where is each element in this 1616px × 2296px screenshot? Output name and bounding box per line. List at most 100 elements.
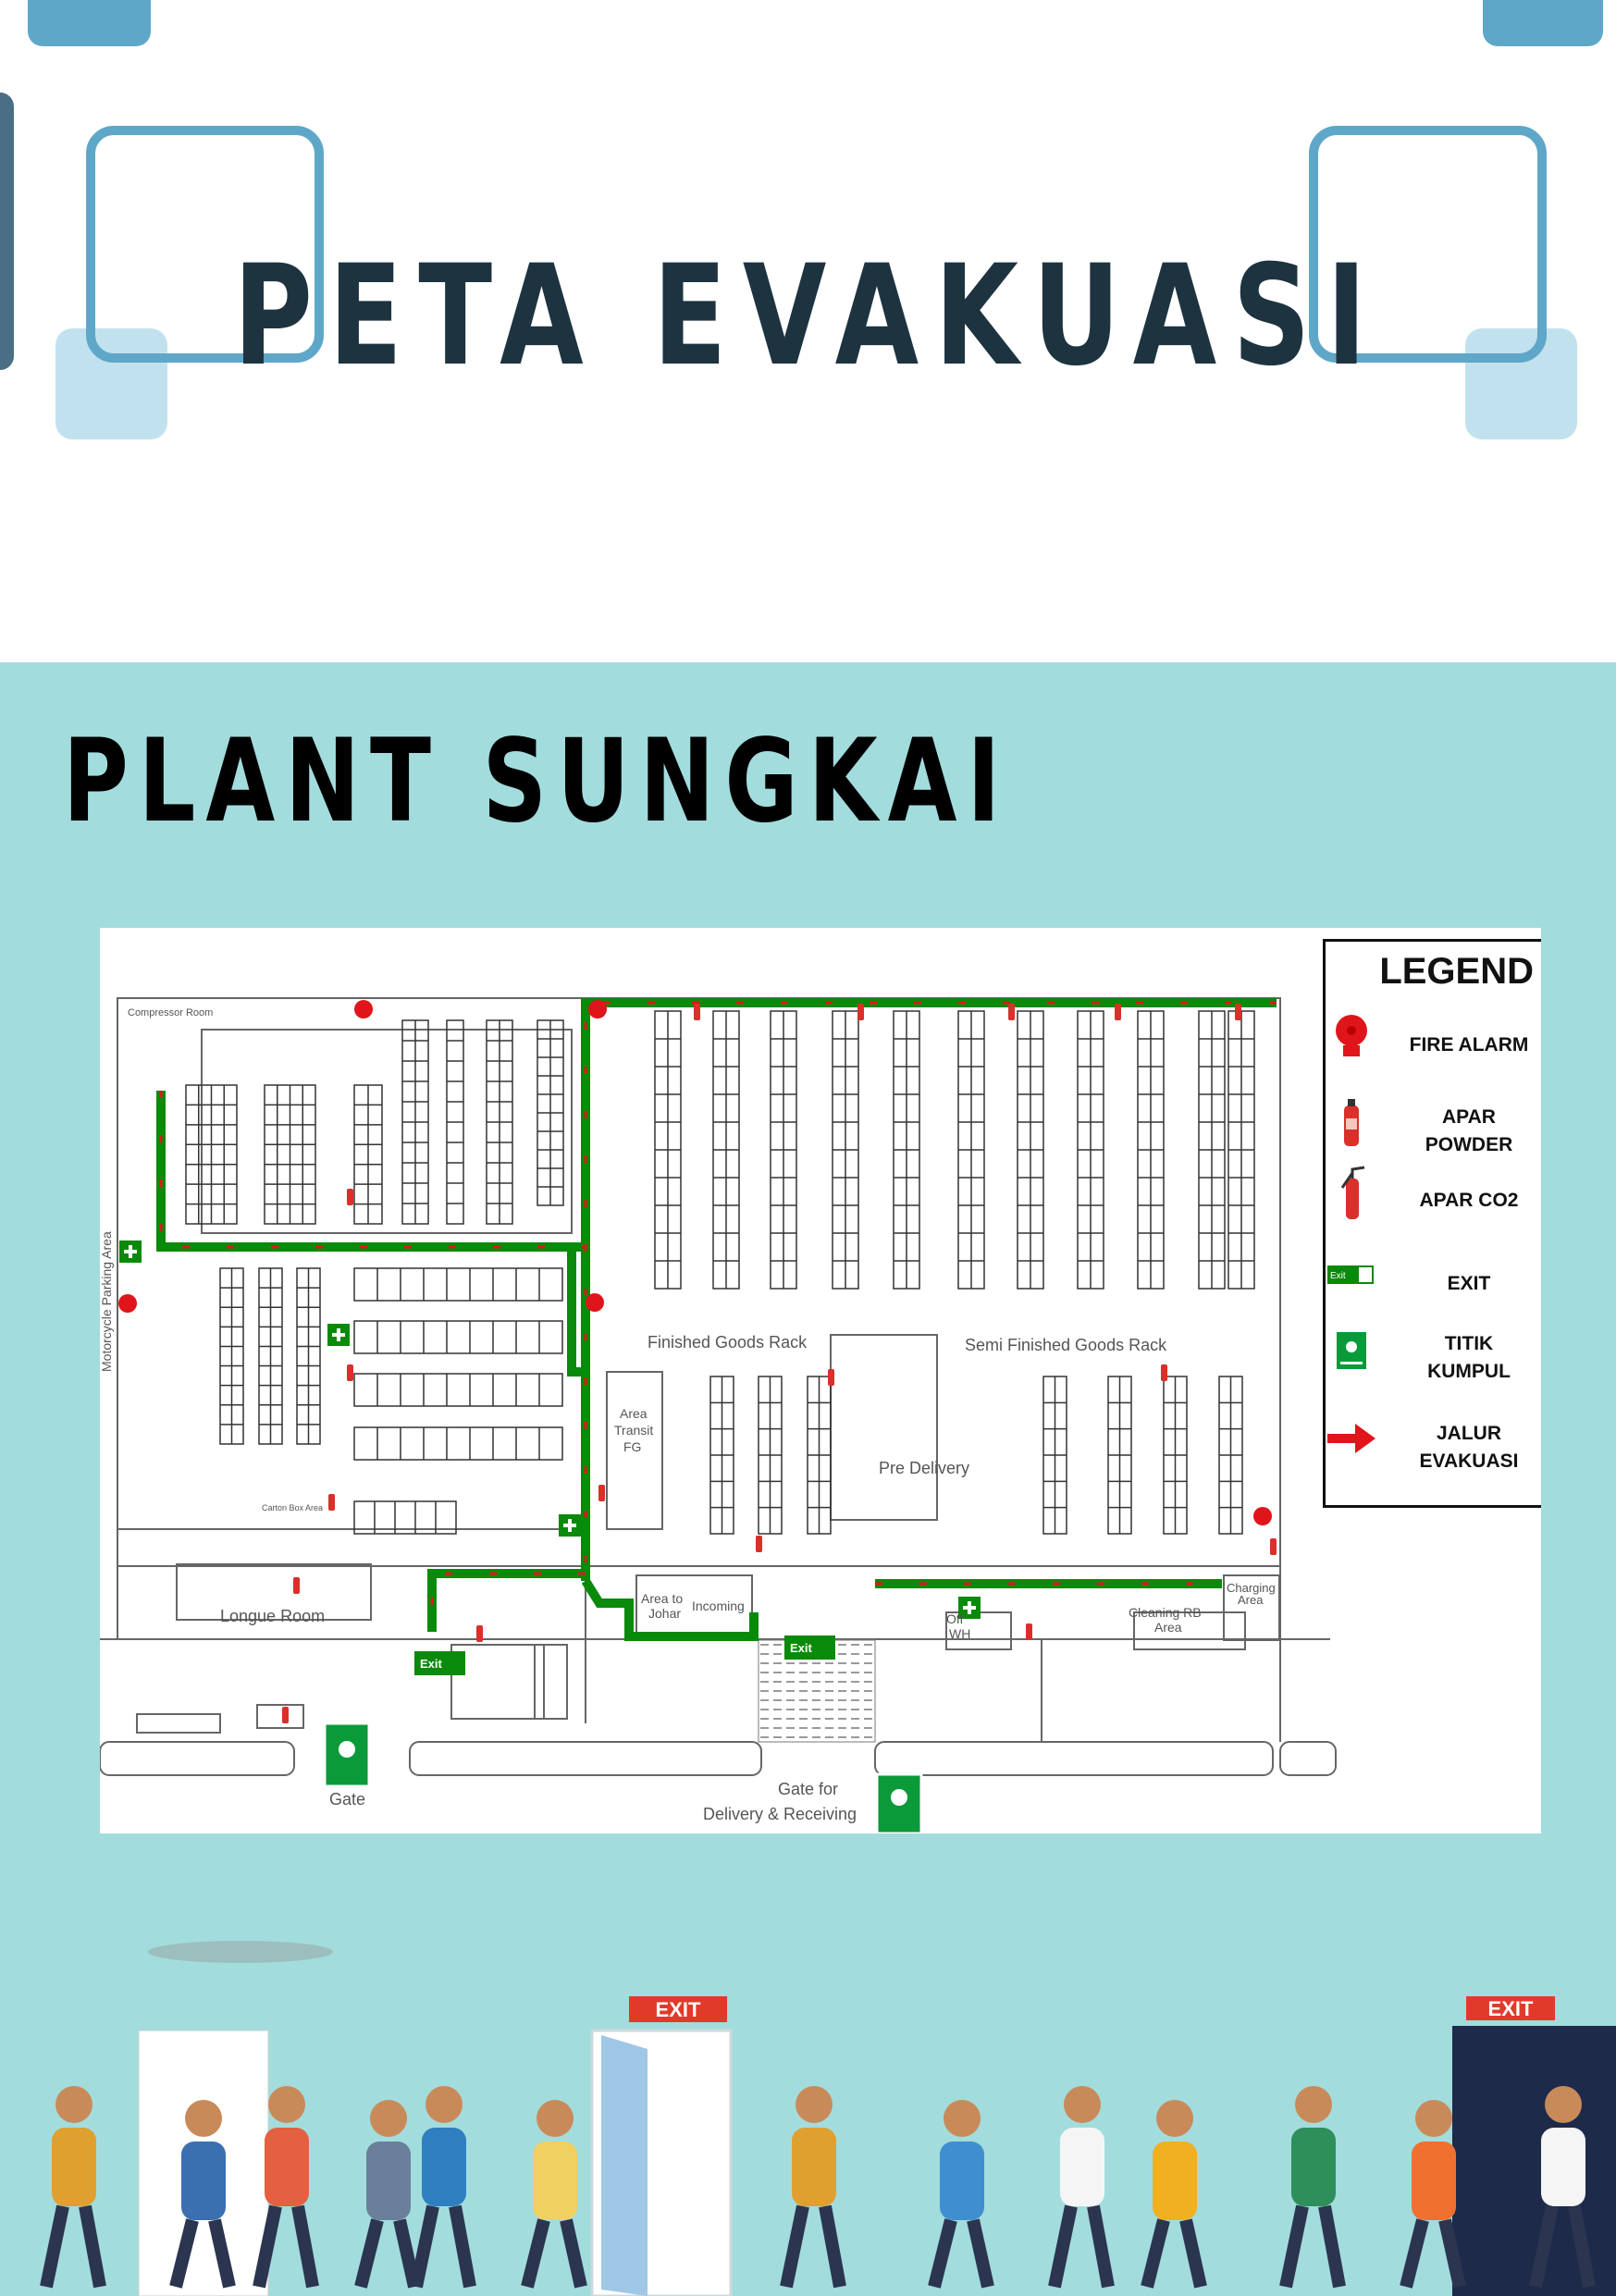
smoke-cloud [148, 1941, 333, 1963]
label-motorcycle-parking: Motorcycle Parking Area [100, 1231, 114, 1372]
person-head [1064, 2086, 1101, 2123]
decor-square-outline-left [86, 126, 324, 363]
decor-square-outline-right [1309, 126, 1547, 363]
section-title: PLANT SUNGKAI [63, 715, 1011, 848]
person-body [533, 2142, 577, 2220]
first-aid-cross [963, 1601, 976, 1614]
label-area-to-johar-2: Johar [648, 1606, 681, 1621]
person-head [268, 2086, 305, 2123]
person-body [1541, 2128, 1585, 2206]
legend-label: TITIK [1444, 1333, 1494, 1354]
first-aid-cross [563, 1519, 576, 1532]
person-head [56, 2086, 93, 2123]
label-delivery-receiving: Delivery & Receiving [703, 1805, 857, 1823]
evacuation-route [156, 998, 1277, 1641]
label-incoming: Incoming [692, 1599, 745, 1613]
label-pre-delivery: Pre Delivery [879, 1459, 969, 1477]
person-head [370, 2100, 407, 2137]
exit-sign-text: EXIT [656, 1998, 701, 2021]
label-semi-finished-goods-rack: Semi Finished Goods Rack [965, 1336, 1167, 1354]
person-body [422, 2128, 466, 2206]
route-direction-marks [159, 1001, 1277, 1632]
label-finished-goods-rack: Finished Goods Rack [648, 1333, 808, 1352]
fire-extinguisher-icon [1115, 1004, 1121, 1020]
fire-extinguisher-icon [598, 1485, 605, 1501]
fire-extinguisher-icon [476, 1625, 483, 1642]
label-area-transit-3: FG [623, 1439, 641, 1454]
evacuation-map: Exit Exit Compressor Room Motorcycle Par… [100, 928, 1541, 1833]
legend-item-fire-alarm: FIRE ALARM [1326, 1008, 1544, 1082]
first-aid-cross [124, 1245, 137, 1258]
exit-icon-text: Exit [1330, 1271, 1346, 1281]
person-body [366, 2142, 411, 2220]
fire-extinguisher-icon [328, 1494, 335, 1511]
person-head [1156, 2100, 1193, 2137]
label-charging-2: Area [1238, 1593, 1264, 1607]
legend-item-exit: Exit EXIT [1326, 1247, 1544, 1321]
person-body [1291, 2128, 1336, 2206]
fire-alarm-icon [586, 1293, 604, 1312]
label-longue-room: Longue Room [220, 1607, 325, 1625]
exit-sign-text: EXIT [1488, 1997, 1534, 2020]
person-head [537, 2100, 574, 2137]
person-legs [928, 2218, 994, 2289]
fire-extinguisher-icon [1008, 1004, 1015, 1020]
rack [353, 1267, 563, 1302]
exit-sign-icon: Exit [1327, 1265, 1374, 1284]
fire-extinguisher-icon [347, 1189, 353, 1205]
legend-label: EVAKUASI [1419, 1450, 1519, 1472]
people-figures [40, 2086, 1596, 2289]
first-aid-signs [119, 1241, 981, 1619]
person-legs [410, 2204, 476, 2289]
legend-title: LEGEND [1379, 951, 1534, 992]
rack [353, 1373, 563, 1407]
fire-extinguisher-icon [857, 1004, 864, 1020]
fire-alarm-icon [1253, 1507, 1272, 1525]
label-off-wh-1: Off [946, 1611, 964, 1626]
legend-label: FIRE ALARM [1409, 1034, 1529, 1055]
assembly-point-gate [323, 1722, 371, 1788]
legend-label-wrap: EXIT [1400, 1247, 1538, 1321]
person-legs [253, 2204, 319, 2289]
header-section: PETA EVAKUASI [0, 0, 1616, 662]
fire-extinguisher-icon [828, 1369, 834, 1386]
exit-sign-text: Exit [790, 1641, 813, 1655]
red-arrow-icon [1327, 1424, 1375, 1453]
label-gate-for: Gate for [778, 1780, 838, 1798]
label-off-wh-2: WH [949, 1626, 970, 1641]
fire-extinguisher-icon [282, 1707, 289, 1723]
fire-alarms [118, 1000, 1272, 1525]
decor-tab-left [28, 0, 151, 46]
fire-extinguisher-icon [694, 1004, 700, 1020]
legend-label: APAR CO2 [1419, 1190, 1519, 1211]
legend-label: EXIT [1447, 1273, 1491, 1294]
legend-item-apar-co2: APAR CO2 [1326, 1164, 1544, 1238]
label-carton-box: Carton Box Area [262, 1503, 323, 1512]
person-legs [169, 2218, 236, 2289]
person-head [185, 2100, 222, 2137]
person-body [1412, 2142, 1456, 2220]
person-legs [1279, 2204, 1346, 2289]
legend-label: POWDER [1425, 1134, 1513, 1155]
person-legs [1400, 2218, 1466, 2289]
exit-door-right: EXIT [1452, 1996, 1616, 2296]
label-cleaning-1: Cleaning RB [1129, 1605, 1202, 1620]
map-labels: Compressor Room Motorcycle Parking Area … [100, 1007, 1276, 1823]
person-head [1415, 2100, 1452, 2137]
first-aid-cross [332, 1328, 345, 1341]
fire-extinguisher-icon [1270, 1538, 1277, 1555]
fire-extinguisher-icon [347, 1364, 353, 1381]
person-head [1545, 2086, 1582, 2123]
person-legs [1141, 2218, 1207, 2289]
person-head [426, 2086, 463, 2123]
fire-alarm-icon [118, 1294, 137, 1313]
rack [353, 1500, 457, 1535]
person-body [52, 2128, 96, 2206]
legend-label-wrap: APAR CO2 [1400, 1164, 1538, 1238]
person-head [796, 2086, 833, 2123]
person-body [792, 2128, 836, 2206]
